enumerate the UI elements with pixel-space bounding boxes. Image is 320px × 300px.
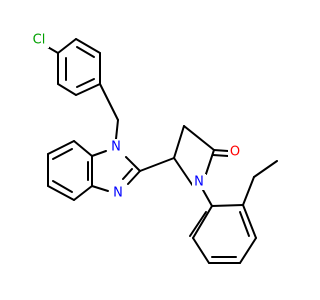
nitrogen-atom-bottom: N: [111, 185, 125, 201]
bond: [139, 157, 175, 172]
bond: [211, 204, 244, 207]
bond: [91, 150, 107, 157]
bond: [47, 140, 75, 155]
bond: [73, 140, 93, 157]
bond: [115, 119, 119, 140]
bond: [202, 189, 213, 207]
bond: [183, 125, 215, 151]
bond: [239, 237, 257, 264]
bond: [47, 185, 75, 201]
bond: [242, 204, 257, 239]
nitrogen-atom-ring: N: [192, 174, 206, 190]
nitrogen-atom-top: N: [109, 139, 123, 155]
bond: [205, 149, 215, 175]
bond: [125, 156, 141, 172]
bond: [75, 38, 101, 54]
nitrogen-bottom-label: N: [113, 186, 123, 201]
bond: [57, 38, 77, 54]
bond: [127, 170, 141, 185]
bond: [91, 185, 109, 192]
bond: [76, 78, 95, 88]
chlorine-label: Cl: [33, 33, 46, 48]
bond: [253, 160, 278, 178]
atom-labels: Cl N N N O: [29, 32, 242, 201]
bond: [239, 211, 250, 237]
bond: [57, 83, 77, 96]
bond: [242, 176, 255, 206]
bond: [99, 83, 119, 121]
oxygen-label: O: [230, 145, 240, 160]
bond: [213, 149, 229, 152]
oxygen-atom: O: [228, 144, 242, 160]
bond: [52, 148, 73, 160]
molecule-structure: Cl N N N O: [29, 32, 278, 264]
bond: [76, 46, 95, 58]
bond: [192, 237, 210, 264]
chlorine-atom: Cl: [29, 32, 49, 48]
bond: [73, 185, 93, 201]
nitrogen-top-label: N: [111, 140, 121, 155]
bond: [212, 154, 229, 157]
bond: [173, 157, 194, 187]
bond: [189, 211, 207, 237]
bond: [122, 168, 133, 180]
bond: [75, 83, 101, 96]
bond: [173, 125, 185, 159]
bond: [52, 180, 73, 193]
nitrogen-ring-label: N: [194, 175, 204, 190]
bond: [192, 205, 213, 239]
bonds: [45, 38, 278, 264]
